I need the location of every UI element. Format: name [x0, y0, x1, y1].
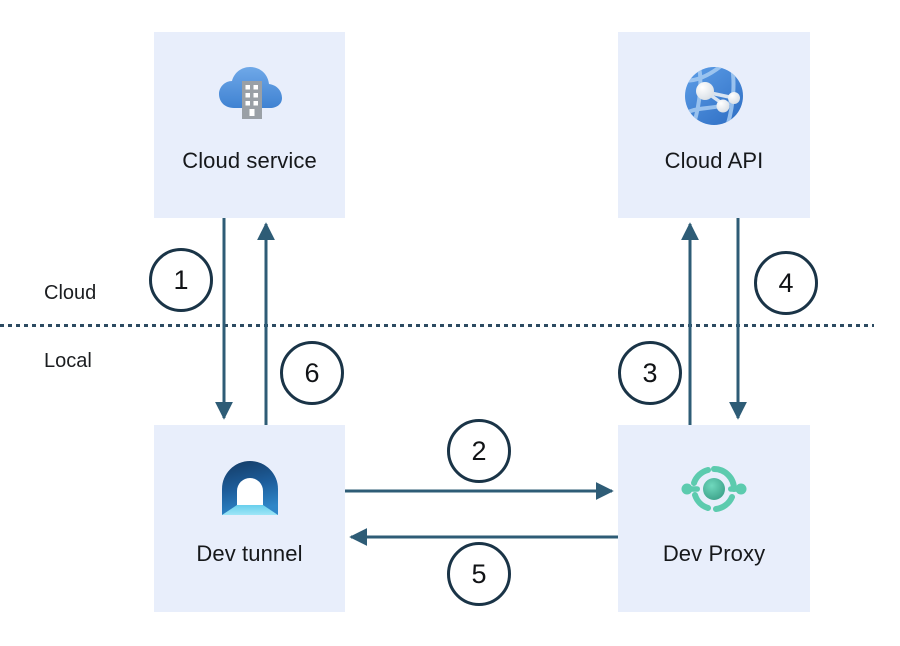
node-label-cloud-api: Cloud API [664, 148, 764, 173]
node-label-dev-tunnel: Dev tunnel [196, 541, 303, 566]
step-badge-3: 3 [618, 341, 682, 405]
cloud-local-boundary-line [0, 324, 874, 327]
step-badge-2: 2 [447, 419, 511, 483]
node-cloud-api[interactable]: Cloud API [618, 32, 810, 218]
dev-proxy-target-icon [681, 466, 747, 512]
step-badge-6: 6 [280, 341, 344, 405]
step-badge-1: 1 [149, 248, 213, 312]
cloud-api-globe-icon [685, 67, 743, 125]
tunnel-icon [221, 461, 278, 515]
node-dev-tunnel[interactable]: Dev tunnel [154, 425, 345, 612]
node-label-dev-proxy: Dev Proxy [662, 541, 766, 566]
zone-label-local: Local [44, 350, 92, 372]
node-cloud-service[interactable]: Cloud service [154, 32, 345, 218]
cloud-building-icon [218, 67, 282, 119]
node-dev-proxy[interactable]: Dev Proxy [618, 425, 810, 612]
zone-label-cloud: Cloud [44, 282, 97, 304]
step-badge-5: 5 [447, 542, 511, 606]
node-label-cloud-service: Cloud service [182, 148, 317, 173]
step-badge-4: 4 [754, 251, 818, 315]
